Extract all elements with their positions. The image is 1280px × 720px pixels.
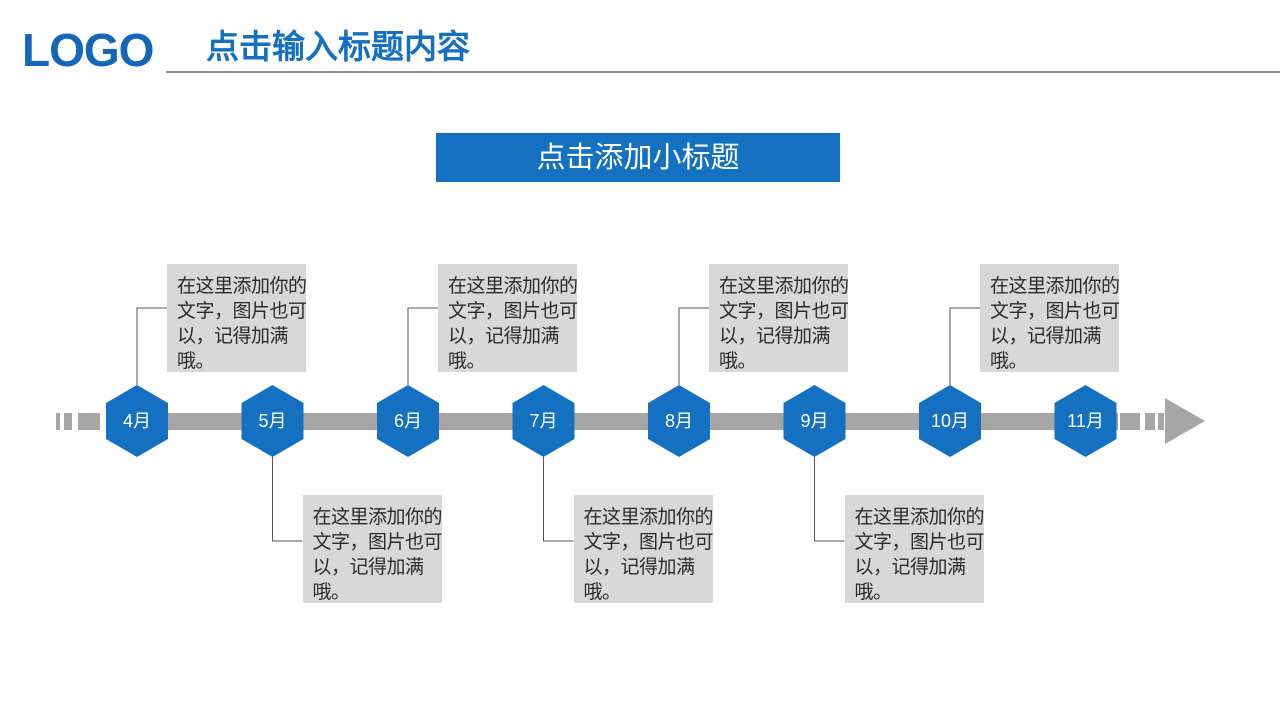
month-label: 4月 bbox=[123, 411, 151, 431]
subtitle-text: 点击添加小标题 bbox=[536, 140, 740, 174]
page-title: 点击输入标题内容 bbox=[206, 27, 470, 66]
header-divider bbox=[166, 71, 1280, 73]
track-dash bbox=[78, 413, 100, 430]
month-label: 8月 bbox=[665, 411, 693, 431]
note-box: 在这里添加你的文字，图片也可以，记得加满哦。 bbox=[980, 264, 1120, 372]
month-label: 7月 bbox=[529, 411, 557, 431]
note-box: 在这里添加你的文字，图片也可以，记得加满哦。 bbox=[438, 264, 578, 372]
month-marker: 9月 bbox=[783, 385, 846, 457]
month-label: 6月 bbox=[394, 411, 422, 431]
note-text: 在这里添加你的文字，图片也可以，记得加满哦。 bbox=[719, 275, 849, 372]
month-label: 11月 bbox=[1067, 411, 1104, 431]
logo: LOGO bbox=[22, 24, 154, 76]
hexagon-marker bbox=[919, 385, 981, 457]
month-label: 5月 bbox=[258, 411, 286, 431]
note-box: 在这里添加你的文字，图片也可以，记得加满哦。 bbox=[167, 264, 307, 372]
month-marker: 5月 bbox=[241, 385, 304, 457]
hexagon-marker bbox=[783, 385, 846, 457]
note-text: 在这里添加你的文字，图片也可以，记得加满哦。 bbox=[854, 506, 985, 603]
track-dash bbox=[1145, 413, 1155, 430]
note-text: 在这里添加你的文字，图片也可以，记得加满哦。 bbox=[177, 275, 307, 372]
note-connector bbox=[543, 457, 574, 542]
subtitle-banner: 点击添加小标题 bbox=[436, 133, 840, 182]
connector-group bbox=[136, 307, 980, 542]
hexagon-marker bbox=[512, 385, 575, 457]
month-markers: 4月 5月 6月 7月 8月 9月 10月 11月 bbox=[106, 385, 1117, 457]
timeline-track bbox=[56, 398, 1205, 444]
track-dash bbox=[1158, 413, 1164, 430]
note-text: 在这里添加你的文字，图片也可以，记得加满哦。 bbox=[312, 506, 443, 603]
month-marker: 4月 bbox=[106, 385, 168, 457]
note-connector bbox=[678, 307, 709, 385]
track-dash bbox=[64, 413, 72, 430]
track-dash bbox=[56, 413, 60, 430]
note-box: 在这里添加你的文字，图片也可以，记得加满哦。 bbox=[844, 495, 985, 603]
note-box: 在这里添加你的文字，图片也可以，记得加满哦。 bbox=[709, 264, 849, 372]
track-dash bbox=[1120, 413, 1140, 430]
month-label: 9月 bbox=[800, 411, 828, 431]
hexagon-marker bbox=[377, 385, 439, 457]
note-text: 在这里添加你的文字，图片也可以，记得加满哦。 bbox=[583, 506, 714, 603]
hexagon-marker bbox=[241, 385, 304, 457]
note-text: 在这里添加你的文字，图片也可以，记得加满哦。 bbox=[448, 275, 578, 372]
note-box: 在这里添加你的文字，图片也可以，记得加满哦。 bbox=[302, 495, 443, 603]
note-connector bbox=[949, 307, 980, 385]
track-arrowhead bbox=[1165, 398, 1205, 444]
hexagon-marker bbox=[648, 385, 710, 457]
track-bar bbox=[106, 413, 1118, 430]
note-connector bbox=[272, 457, 303, 542]
note-connector bbox=[136, 307, 167, 385]
month-marker: 10月 bbox=[919, 385, 981, 457]
month-marker: 6月 bbox=[377, 385, 439, 457]
month-marker: 7月 bbox=[512, 385, 575, 457]
note-text: 在这里添加你的文字，图片也可以，记得加满哦。 bbox=[990, 275, 1120, 372]
note-connector bbox=[814, 457, 845, 542]
hexagon-marker bbox=[106, 385, 168, 457]
note-box: 在这里添加你的文字，图片也可以，记得加满哦。 bbox=[573, 495, 714, 603]
month-marker: 11月 bbox=[1054, 385, 1117, 457]
hexagon-marker bbox=[1054, 385, 1117, 457]
note-connector bbox=[407, 307, 438, 385]
month-marker: 8月 bbox=[648, 385, 710, 457]
month-label: 10月 bbox=[931, 411, 969, 431]
